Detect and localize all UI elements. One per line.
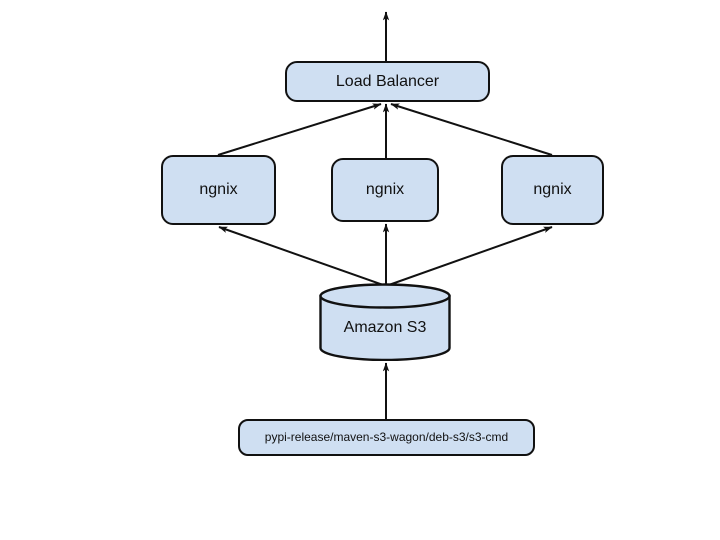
node-load-balancer[interactable]: Load Balancer <box>285 61 490 102</box>
node-ngnix-left-label: ngnix <box>199 181 238 199</box>
node-amazon-s3[interactable]: Amazon S3 <box>319 283 451 361</box>
edge-s3-to-ngnix-right <box>385 226 553 287</box>
node-ngnix-center[interactable]: ngnix <box>331 158 439 222</box>
node-load-balancer-label: Load Balancer <box>335 72 440 90</box>
node-ngnix-left[interactable]: ngnix <box>161 155 276 225</box>
node-publisher-tools-label: pypi-release/maven-s3-wagon/deb-s3/s3-cm… <box>264 429 509 444</box>
edge-ngnix-right-to-loadbalancer <box>390 103 553 156</box>
node-ngnix-right-label: ngnix <box>533 181 572 199</box>
node-ngnix-center-label: ngnix <box>365 181 405 199</box>
node-ngnix-right[interactable]: ngnix <box>501 155 604 225</box>
node-amazon-s3-label: Amazon S3 <box>343 319 427 336</box>
cylinder-shape <box>319 283 451 361</box>
edge-ngnix-left-to-loadbalancer <box>217 103 382 156</box>
node-publisher-tools[interactable]: pypi-release/maven-s3-wagon/deb-s3/s3-cm… <box>238 419 535 456</box>
edge-s3-to-ngnix-left <box>218 226 387 287</box>
